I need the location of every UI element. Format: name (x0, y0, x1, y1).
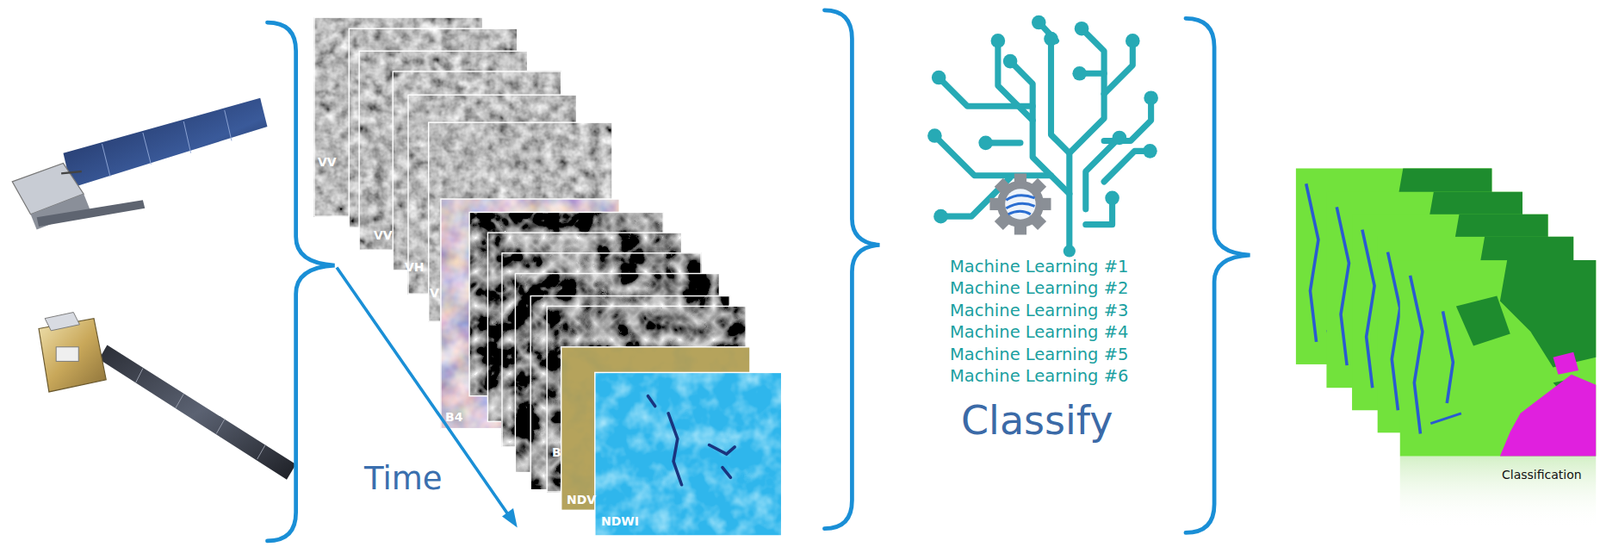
time-label: Time (364, 460, 443, 498)
algorithm-label: Machine Learning #1 (949, 257, 1129, 277)
band-label: B (551, 445, 562, 459)
algorithm-label: Machine Learning #4 (949, 322, 1129, 342)
algorithm-label: Machine Learning #3 (949, 301, 1129, 321)
band-label: NDWI (601, 514, 639, 528)
band-label: V (429, 285, 440, 300)
algorithm-label: Machine Learning #2 (949, 279, 1129, 298)
satellite-icon (38, 312, 297, 480)
bracket (266, 10, 1250, 541)
time-arrow (336, 266, 518, 528)
output-label: Classification (1501, 467, 1582, 482)
band-label: B4 (445, 409, 463, 424)
band-label: VV (373, 228, 393, 242)
band-label: VV (317, 155, 337, 169)
satellite-icon (12, 98, 267, 230)
optical-image-stack (440, 198, 782, 536)
band-label: NDV (566, 492, 596, 507)
algorithm-label: Machine Learning #6 (949, 366, 1129, 386)
band-label: VH (404, 260, 425, 274)
brain-circuit-icon (927, 15, 1159, 258)
algorithm-label: Machine Learning #5 (949, 345, 1129, 365)
classification-stack (1296, 167, 1596, 528)
step-title: Classify (961, 397, 1113, 444)
